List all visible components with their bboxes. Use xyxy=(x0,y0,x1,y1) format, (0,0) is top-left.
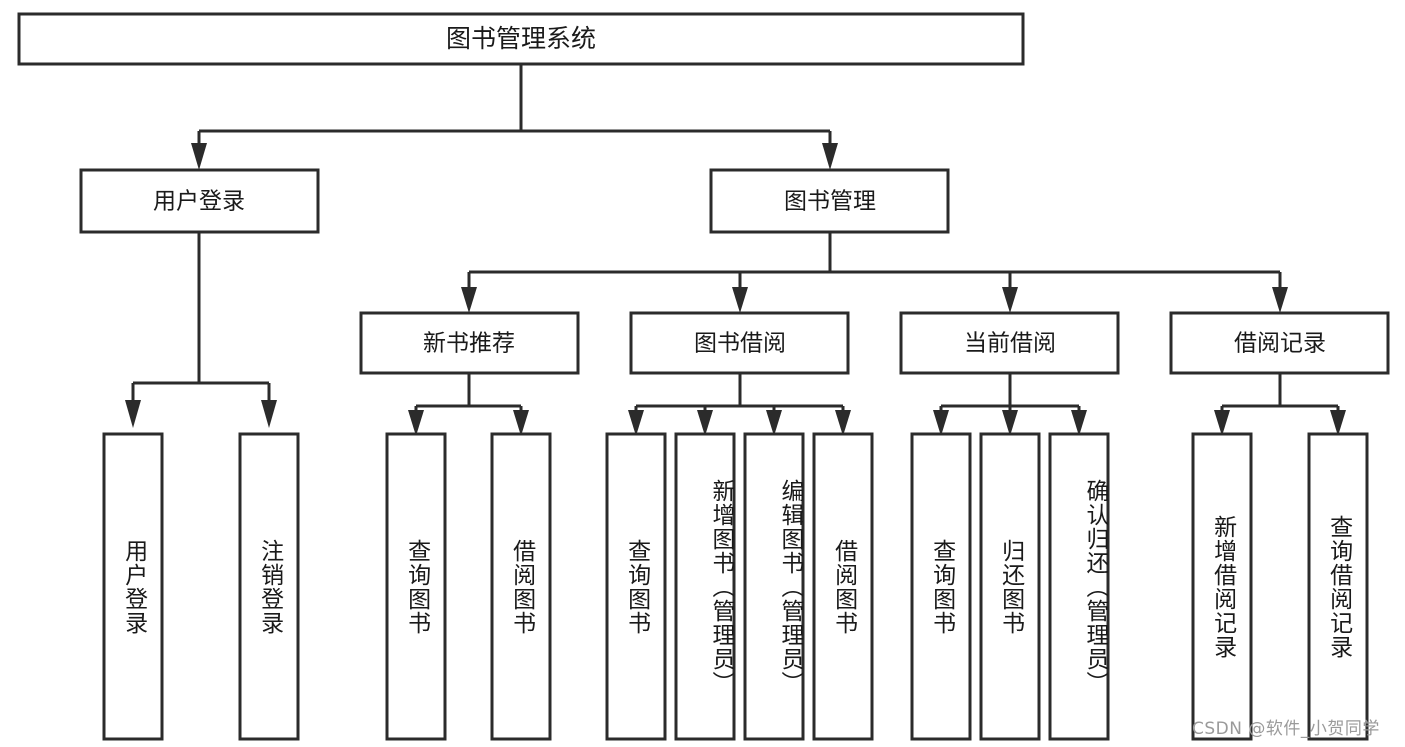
leaf-text-wrap: 归还图书 xyxy=(997,538,1024,635)
leaf-new-book-1[interactable]: 查询图书 xyxy=(385,432,447,741)
arrow-cu-leaf-3 xyxy=(1071,410,1087,436)
book-management-label: 图书管理 xyxy=(784,189,876,215)
leaf-current-borrow-1[interactable]: 查询图书 xyxy=(910,432,972,741)
leaf-label: 归还图书 xyxy=(997,538,1024,635)
leaf-borrow-records-2[interactable]: 查询借阅记录 xyxy=(1307,432,1369,741)
arrow-nb-leaf-1 xyxy=(408,410,424,436)
leaf-box[interactable] xyxy=(1048,432,1110,741)
node-user-login[interactable]: 用户登录 xyxy=(79,168,320,234)
leaf-text-wrap: 借阅图书 xyxy=(830,538,857,635)
arrow-bo-leaf-2 xyxy=(697,410,713,436)
arrow-user-leaf-1 xyxy=(125,400,141,428)
leaf-text-wrap: 借阅图书 xyxy=(508,538,535,635)
leaf-label: 查询图书 xyxy=(403,538,430,635)
leaf-label: 查询借阅记录 xyxy=(1325,514,1352,659)
leaf-book-borrow-4[interactable]: 借阅图书 xyxy=(812,432,874,741)
arrow-root-to-bookmgmt xyxy=(822,143,838,170)
arrow-bm-to-newbook xyxy=(461,287,477,313)
leaf-label: 确认归还（管理员） xyxy=(1082,478,1108,695)
leaf-box[interactable] xyxy=(812,432,874,741)
edges-layer xyxy=(125,64,1346,436)
borrow-records-box[interactable] xyxy=(1169,311,1390,375)
arrow-bo-leaf-1 xyxy=(628,410,644,436)
leaf-label: 新增借阅记录 xyxy=(1209,514,1236,659)
root-box[interactable] xyxy=(17,12,1025,66)
arrow-bm-to-current xyxy=(1002,287,1018,313)
arrow-re-leaf-1 xyxy=(1214,410,1230,436)
leaf-text-wrap: 注销登录 xyxy=(256,538,283,635)
leaf-new-book-2[interactable]: 借阅图书 xyxy=(490,432,552,741)
arrow-cu-leaf-1 xyxy=(933,410,949,436)
leaf-box[interactable] xyxy=(743,432,805,741)
book-borrow-label: 图书借阅 xyxy=(694,331,786,357)
user-login-box[interactable] xyxy=(79,168,320,234)
node-book-borrow[interactable]: 图书借阅 xyxy=(629,311,850,375)
leaf-box[interactable] xyxy=(102,432,164,741)
book-borrow-box[interactable] xyxy=(629,311,850,375)
arrow-re-leaf-2 xyxy=(1330,410,1346,436)
leaf-book-borrow-3[interactable]: 编辑图书（管理员） xyxy=(743,432,805,741)
leaf-label: 查询图书 xyxy=(928,538,955,635)
new-book-recommend-label: 新书推荐 xyxy=(423,331,515,357)
arrow-bo-leaf-3 xyxy=(766,410,782,436)
leaf-text-wrap: 新增借阅记录 xyxy=(1209,514,1236,659)
arrow-cu-leaf-2 xyxy=(1002,410,1018,436)
leaf-borrow-records-1[interactable]: 新增借阅记录 xyxy=(1191,432,1253,741)
arrow-user-leaf-2 xyxy=(261,400,277,428)
leaf-text-wrap: 查询图书 xyxy=(928,538,955,635)
leaf-text-wrap: 查询图书 xyxy=(403,538,430,635)
book-management-box[interactable] xyxy=(709,168,950,234)
leaf-book-borrow-1[interactable]: 查询图书 xyxy=(605,432,667,741)
leaf-box[interactable] xyxy=(1191,432,1253,741)
arrow-bm-to-records xyxy=(1272,287,1288,313)
leaf-label: 借阅图书 xyxy=(830,538,857,635)
node-root[interactable]: 图书管理系统 xyxy=(17,12,1025,66)
leaf-label: 新增图书（管理员） xyxy=(708,478,734,695)
leaf-current-borrow-3[interactable]: 确认归还（管理员） xyxy=(1048,432,1110,741)
leaf-text-wrap: 查询图书 xyxy=(623,538,650,635)
leaf-box[interactable] xyxy=(1307,432,1369,741)
node-current-borrow[interactable]: 当前借阅 xyxy=(899,311,1120,375)
node-book-management[interactable]: 图书管理 xyxy=(709,168,950,234)
new-book-recommend-box[interactable] xyxy=(359,311,580,375)
arrow-bm-to-borrow xyxy=(732,287,748,313)
leaf-box[interactable] xyxy=(385,432,447,741)
node-new-book-recommend[interactable]: 新书推荐 xyxy=(359,311,580,375)
leaf-box[interactable] xyxy=(605,432,667,741)
leaf-box[interactable] xyxy=(238,432,300,741)
leaf-label: 借阅图书 xyxy=(508,538,535,635)
arrow-nb-leaf-2 xyxy=(513,410,529,436)
user-login-label: 用户登录 xyxy=(153,189,245,215)
node-borrow-records[interactable]: 借阅记录 xyxy=(1169,311,1390,375)
leaf-box[interactable] xyxy=(979,432,1041,741)
leaf-text-wrap: 确认归还（管理员） xyxy=(1082,478,1108,695)
leaf-box[interactable] xyxy=(910,432,972,741)
leaf-label: 注销登录 xyxy=(256,538,283,635)
leaf-user-login-1[interactable]: 用户登录 xyxy=(102,432,164,741)
current-borrow-box[interactable] xyxy=(899,311,1120,375)
root-label: 图书管理系统 xyxy=(446,24,596,53)
leaf-box[interactable] xyxy=(674,432,736,741)
leaf-label: 查询图书 xyxy=(623,538,650,635)
leaf-box[interactable] xyxy=(490,432,552,741)
arrow-bo-leaf-4 xyxy=(835,410,851,436)
current-borrow-label: 当前借阅 xyxy=(964,331,1056,357)
leaf-book-borrow-2[interactable]: 新增图书（管理员） xyxy=(674,432,736,741)
leaf-text-wrap: 查询借阅记录 xyxy=(1325,514,1352,659)
arrow-root-to-user xyxy=(191,143,207,170)
leaf-label: 编辑图书（管理员） xyxy=(777,478,803,695)
leaf-user-login-2[interactable]: 注销登录 xyxy=(238,432,300,741)
leaf-text-wrap: 编辑图书（管理员） xyxy=(777,478,803,695)
leaf-label: 用户登录 xyxy=(120,538,147,635)
leaf-current-borrow-2[interactable]: 归还图书 xyxy=(979,432,1041,741)
borrow-records-label: 借阅记录 xyxy=(1234,331,1326,357)
leaf-text-wrap: 新增图书（管理员） xyxy=(708,478,734,695)
leaf-text-wrap: 用户登录 xyxy=(120,538,147,635)
